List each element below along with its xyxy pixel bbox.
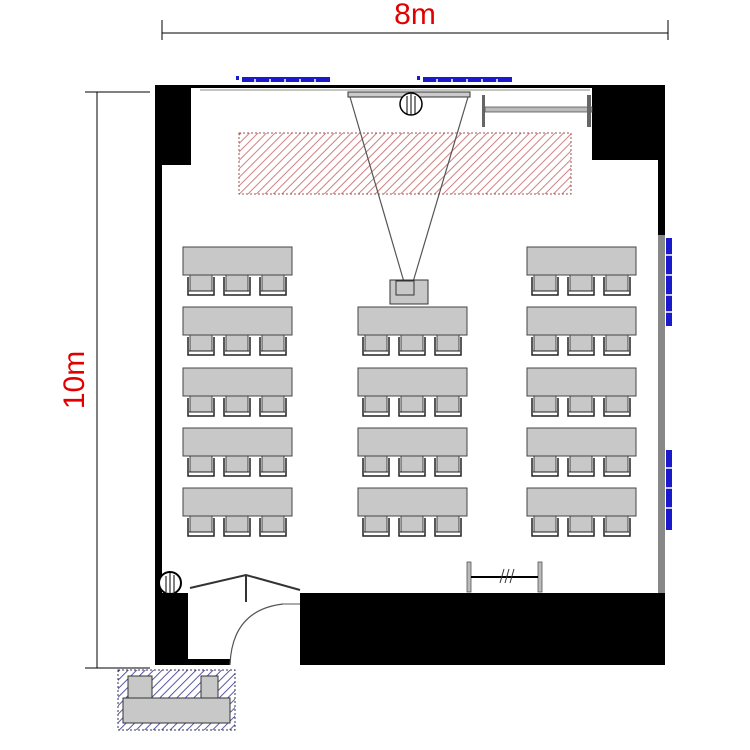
desk xyxy=(526,367,637,397)
chair xyxy=(567,334,595,356)
chair xyxy=(362,515,390,537)
chair xyxy=(187,515,215,537)
desk xyxy=(182,367,293,397)
chair xyxy=(567,274,595,296)
chair xyxy=(434,334,462,356)
chair xyxy=(531,334,559,356)
table-left xyxy=(182,427,293,477)
chair xyxy=(434,455,462,477)
pillar-top-right xyxy=(592,85,665,160)
chair xyxy=(362,395,390,417)
reception-desk xyxy=(117,669,236,731)
chair xyxy=(531,395,559,417)
table-left xyxy=(182,306,293,356)
desk xyxy=(357,427,468,457)
chair xyxy=(567,395,595,417)
chair xyxy=(398,334,426,356)
pillar-top-left xyxy=(155,85,191,165)
table-right xyxy=(526,487,637,537)
projector xyxy=(389,279,429,305)
desk xyxy=(357,487,468,517)
chair xyxy=(259,274,287,296)
chair xyxy=(603,334,631,356)
chair xyxy=(398,395,426,417)
entrance-door[interactable] xyxy=(189,573,301,666)
desk xyxy=(357,306,468,336)
width-dimension: 8m xyxy=(161,0,669,40)
chair xyxy=(434,515,462,537)
width-label: 8m xyxy=(394,0,436,31)
desk xyxy=(526,487,637,517)
desk xyxy=(357,367,468,397)
desk xyxy=(182,487,293,517)
chair xyxy=(187,395,215,417)
seating-area xyxy=(182,246,637,537)
chair xyxy=(259,455,287,477)
chair xyxy=(223,395,251,417)
partition xyxy=(466,561,543,593)
shelf xyxy=(482,95,593,127)
chair xyxy=(223,274,251,296)
table-center xyxy=(357,306,468,356)
table-right xyxy=(526,246,637,296)
table-center xyxy=(357,487,468,537)
chair xyxy=(398,515,426,537)
table-right xyxy=(526,427,637,477)
desk xyxy=(182,246,293,276)
right-window-upper xyxy=(666,238,672,326)
table-right xyxy=(526,367,637,417)
ceiling-fixture-icon xyxy=(399,92,423,116)
table-center xyxy=(357,367,468,417)
chair xyxy=(567,455,595,477)
table-right xyxy=(526,306,637,356)
chair xyxy=(398,455,426,477)
chair xyxy=(434,395,462,417)
table-left xyxy=(182,487,293,537)
chair xyxy=(223,455,251,477)
chair xyxy=(531,515,559,537)
height-dimension: 10m xyxy=(58,91,150,669)
chair xyxy=(531,274,559,296)
right-window-lower xyxy=(666,450,672,530)
chair xyxy=(187,334,215,356)
desk xyxy=(526,427,637,457)
table-left xyxy=(182,367,293,417)
desk xyxy=(182,306,293,336)
chair xyxy=(603,515,631,537)
table-left xyxy=(182,246,293,296)
chair xyxy=(223,515,251,537)
column-marker-icon xyxy=(158,571,182,595)
chair xyxy=(259,515,287,537)
chair xyxy=(259,334,287,356)
chair xyxy=(187,274,215,296)
chair xyxy=(223,334,251,356)
chair xyxy=(362,334,390,356)
chair xyxy=(567,515,595,537)
chair xyxy=(603,455,631,477)
chair xyxy=(603,395,631,417)
projector-beam xyxy=(349,96,469,283)
top-window-left xyxy=(242,77,330,82)
chair xyxy=(603,274,631,296)
chair xyxy=(362,455,390,477)
chair xyxy=(187,455,215,477)
height-label: 10m xyxy=(58,351,91,409)
walls xyxy=(155,85,665,665)
chair xyxy=(531,455,559,477)
desk xyxy=(526,306,637,336)
wall-block-bottom xyxy=(300,593,665,665)
table-center xyxy=(357,427,468,477)
desk xyxy=(526,246,637,276)
chair xyxy=(259,395,287,417)
desk xyxy=(182,427,293,457)
screen-viewing-zone xyxy=(238,132,572,195)
